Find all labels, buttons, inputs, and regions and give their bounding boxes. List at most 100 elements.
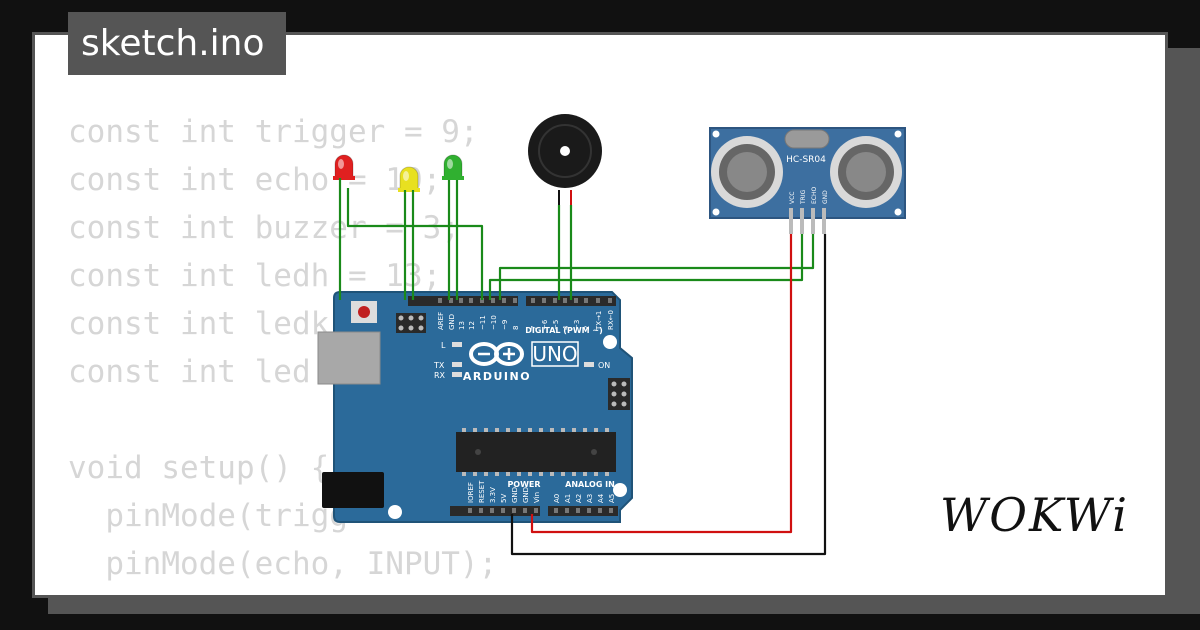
digital-pin[interactable] [584, 298, 588, 303]
power-pin[interactable] [468, 508, 472, 513]
chip-leg [473, 472, 477, 476]
chip-leg [506, 472, 510, 476]
board-model-label: UNO [532, 342, 577, 366]
digital-pin-label: ~5 [552, 320, 560, 330]
chip-leg [495, 428, 499, 432]
digital-pin[interactable] [502, 298, 506, 303]
led-on-indicator [584, 362, 594, 367]
power-label: POWER [507, 480, 540, 489]
digital-pin[interactable] [491, 298, 495, 303]
sensor-pin-label: VCC [789, 192, 796, 204]
chip-leg [484, 428, 488, 432]
chip-leg [517, 472, 521, 476]
chip-leg [539, 472, 543, 476]
board-brand-label: ARDUINO [463, 370, 531, 383]
power-pin-label: RESET [478, 480, 486, 503]
power-jack [322, 472, 384, 508]
chip-leg [605, 472, 609, 476]
chip-leg [594, 428, 598, 432]
power-pin-label: IOREF [467, 482, 475, 503]
digital-pin-label: RX←0 [607, 310, 615, 330]
digital-label: DIGITAL (PWM ~) [525, 326, 603, 335]
yellow-led[interactable] [398, 166, 420, 192]
atmega-chip [456, 432, 616, 472]
led-rx-label: RX [434, 371, 446, 380]
power-pin[interactable] [501, 508, 505, 513]
led-l-label: L [441, 341, 446, 350]
chip-leg [550, 428, 554, 432]
chip-leg [550, 472, 554, 476]
green-led[interactable] [442, 154, 464, 180]
code-line: pinMode(buzzer, OUTPUT); [68, 588, 553, 595]
mounting-hole [613, 483, 627, 497]
analog-label: ANALOG IN [565, 480, 615, 489]
digital-pin[interactable] [596, 298, 600, 303]
digital-pin[interactable] [608, 298, 612, 303]
analog-pin[interactable] [587, 508, 591, 513]
analog-pin[interactable] [609, 508, 613, 513]
digital-pin[interactable] [438, 298, 442, 303]
chip-leg [484, 472, 488, 476]
chip-leg [473, 428, 477, 432]
wires [338, 178, 827, 556]
digital-pin[interactable] [480, 298, 484, 303]
wire-sensor-vcc [530, 234, 793, 534]
digital-pin-label: AREF [437, 312, 445, 330]
wokwi-logo: WOKWi [940, 488, 1129, 542]
crystal-oscillator [784, 129, 830, 149]
digital-pin-label: 7 [530, 326, 538, 330]
led-on-label: ON [598, 361, 610, 370]
digital-pin[interactable] [513, 298, 517, 303]
analog-header [548, 506, 618, 516]
digital-header-low [526, 296, 616, 306]
ultrasonic-receiver [830, 136, 902, 208]
digital-pin-label: 4 [562, 325, 570, 330]
power-pin[interactable] [490, 508, 494, 513]
analog-pin[interactable] [554, 508, 558, 513]
code-line: pinMode(echo, INPUT); [68, 546, 498, 582]
chip-leg [594, 472, 598, 476]
digital-pin[interactable] [531, 298, 535, 303]
digital-pin-label: 13 [458, 321, 466, 330]
power-pin[interactable] [523, 508, 527, 513]
digital-pin[interactable] [459, 298, 463, 303]
digital-pin-label: ~3 [573, 320, 581, 330]
digital-pin-label: ~6 [541, 319, 549, 330]
chip-leg [506, 428, 510, 432]
digital-pin-label: 12 [468, 321, 476, 330]
led-tx-label: TX [433, 361, 445, 370]
power-pin[interactable] [512, 508, 516, 513]
analog-pin-label: A3 [586, 494, 594, 503]
filename-tab: sketch.ino [68, 12, 286, 75]
digital-pin[interactable] [469, 298, 473, 303]
power-pin-label: 5V [500, 494, 508, 503]
chip-leg [495, 472, 499, 476]
arduino-logo [469, 342, 524, 366]
digital-pin-label: TX→1 [595, 311, 603, 331]
power-pin[interactable] [479, 508, 483, 513]
power-pin-label: GND [522, 487, 530, 503]
chip-leg [583, 428, 587, 432]
power-pin-label: GND [511, 487, 519, 503]
wire-sensor-trig [488, 234, 804, 300]
digital-pin[interactable] [449, 298, 453, 303]
power-pin-label: Vin [533, 492, 541, 503]
arduino-uno-board[interactable]: UNO ARDUINO DIGITAL (PWM ~) POWER ANALOG… [317, 291, 633, 523]
analog-pin[interactable] [576, 508, 580, 513]
digital-pin[interactable] [574, 298, 578, 303]
chip-leg [462, 472, 466, 476]
analog-pin[interactable] [565, 508, 569, 513]
chip-leg [528, 472, 532, 476]
piezo-buzzer[interactable] [528, 114, 602, 205]
chip-leg [583, 472, 587, 476]
power-pin[interactable] [534, 508, 538, 513]
ultrasonic-transmitter [711, 136, 783, 208]
digital-pin[interactable] [542, 298, 546, 303]
analog-pin[interactable] [598, 508, 602, 513]
red-led[interactable] [333, 154, 355, 180]
digital-pin[interactable] [553, 298, 557, 303]
digital-pin[interactable] [563, 298, 567, 303]
sensor-pin-label: GND [822, 190, 829, 204]
